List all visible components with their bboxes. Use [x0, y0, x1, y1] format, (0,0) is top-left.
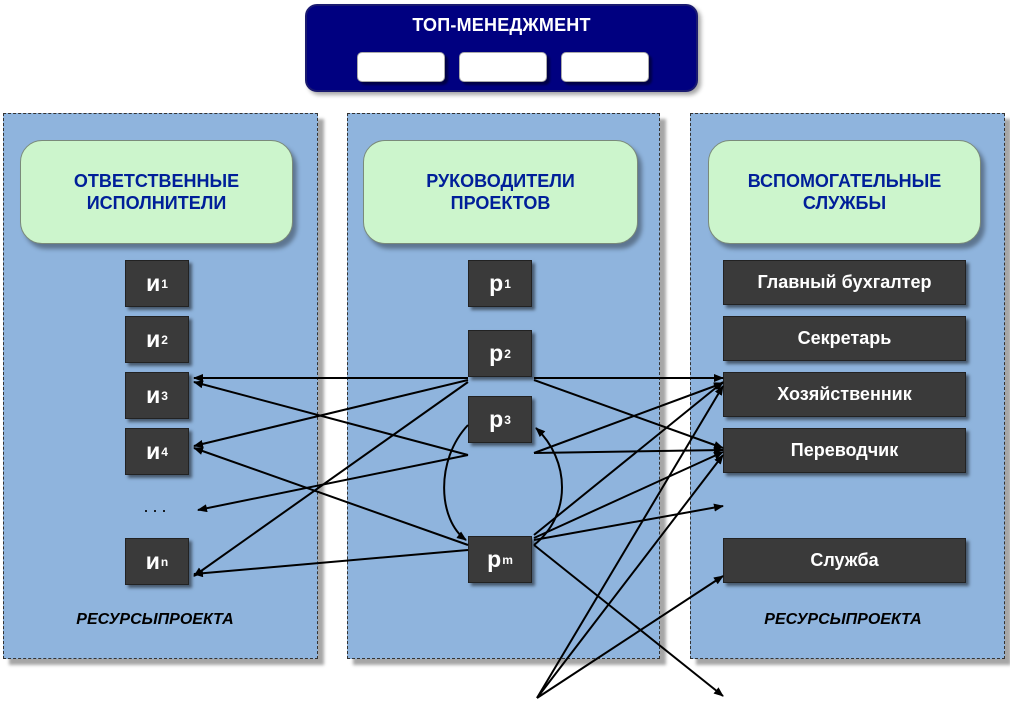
manager-letter: p [489, 406, 504, 432]
service-box-secretary: Секретарь [723, 316, 966, 361]
arrow-pm-blank [533, 503, 724, 541]
executor-ellipsis: ... [143, 496, 171, 516]
resources-label-left: РЕСУРСЫПРОЕКТА [76, 611, 234, 628]
header-executors-label: ОТВЕТСТВЕННЫЕ ИСПОЛНИТЕЛИ [73, 171, 240, 213]
manager-letter: p [489, 270, 504, 296]
arrow-pm-i4 [193, 447, 469, 546]
arrow-p2-i4 [193, 379, 469, 448]
executor-letter: и [146, 382, 161, 408]
manager-letter: p [487, 546, 502, 572]
manager-index: m [502, 552, 513, 567]
manager-index: 1 [504, 276, 511, 291]
executor-letter: и [146, 270, 161, 296]
manager-letter: p [489, 340, 504, 366]
arrow-pm-facility [533, 381, 724, 536]
arrow-p2-translator [533, 379, 724, 449]
executor-letter: и [146, 438, 161, 464]
loop-p3-pm [443, 424, 469, 541]
manager-index: 2 [504, 346, 511, 361]
arrow-fan-service [536, 575, 724, 699]
service-box-service: Служба [723, 538, 966, 583]
header-services: ВСПОМОГАТЕЛЬНЫЕ СЛУЖБЫ [708, 140, 981, 244]
top-management-box: ТОП-МЕНЕДЖМЕНТ [305, 4, 698, 92]
service-box-translator: Переводчик [723, 428, 966, 473]
header-services-label: ВСПОМОГАТЕЛЬНЫЕ СЛУЖБЫ [747, 171, 942, 213]
arrow-pm-translator [533, 451, 724, 539]
arrow-pm-offpage [533, 544, 724, 697]
top-management-slot [357, 52, 445, 82]
service-box-chief-accountant: Главный бухгалтер [723, 260, 966, 305]
executor-index: 2 [161, 332, 168, 347]
header-executors: ОТВЕТСТВЕННЫЕ ИСПОЛНИТЕЛИ [20, 140, 293, 244]
top-management-slot [459, 52, 547, 82]
arrow-fan-translator [536, 454, 724, 699]
resources-label-right: РЕСУРСЫПРОЕКТА [764, 611, 922, 628]
top-management-slot [561, 52, 649, 82]
executor-index: 1 [161, 276, 168, 291]
arrow-p3-facility [533, 382, 724, 454]
arrow-p2-in [193, 381, 469, 577]
loop-pm-p3 [533, 427, 563, 546]
arrow-p3-dots [197, 454, 469, 513]
header-managers-label: РУКОВОДИТЕЛИ ПРОЕКТОВ [426, 171, 575, 213]
arrow-p3-translator [533, 446, 724, 455]
executor-letter: и [146, 326, 161, 352]
arrow-p3-i3 [193, 380, 469, 456]
executor-index: n [160, 554, 169, 569]
header-managers: РУКОВОДИТЕЛИ ПРОЕКТОВ [363, 140, 638, 244]
manager-index: 3 [504, 412, 511, 427]
executor-index: 4 [161, 444, 168, 459]
arrow-pm-in [193, 549, 469, 578]
executor-index: 3 [161, 388, 168, 403]
arrow-fan-facility [536, 385, 724, 699]
service-box-facility-manager: Хозяйственник [723, 372, 966, 417]
top-management-title: ТОП-МЕНЕДЖМЕНТ [412, 15, 591, 35]
executor-letter: и [145, 548, 160, 574]
